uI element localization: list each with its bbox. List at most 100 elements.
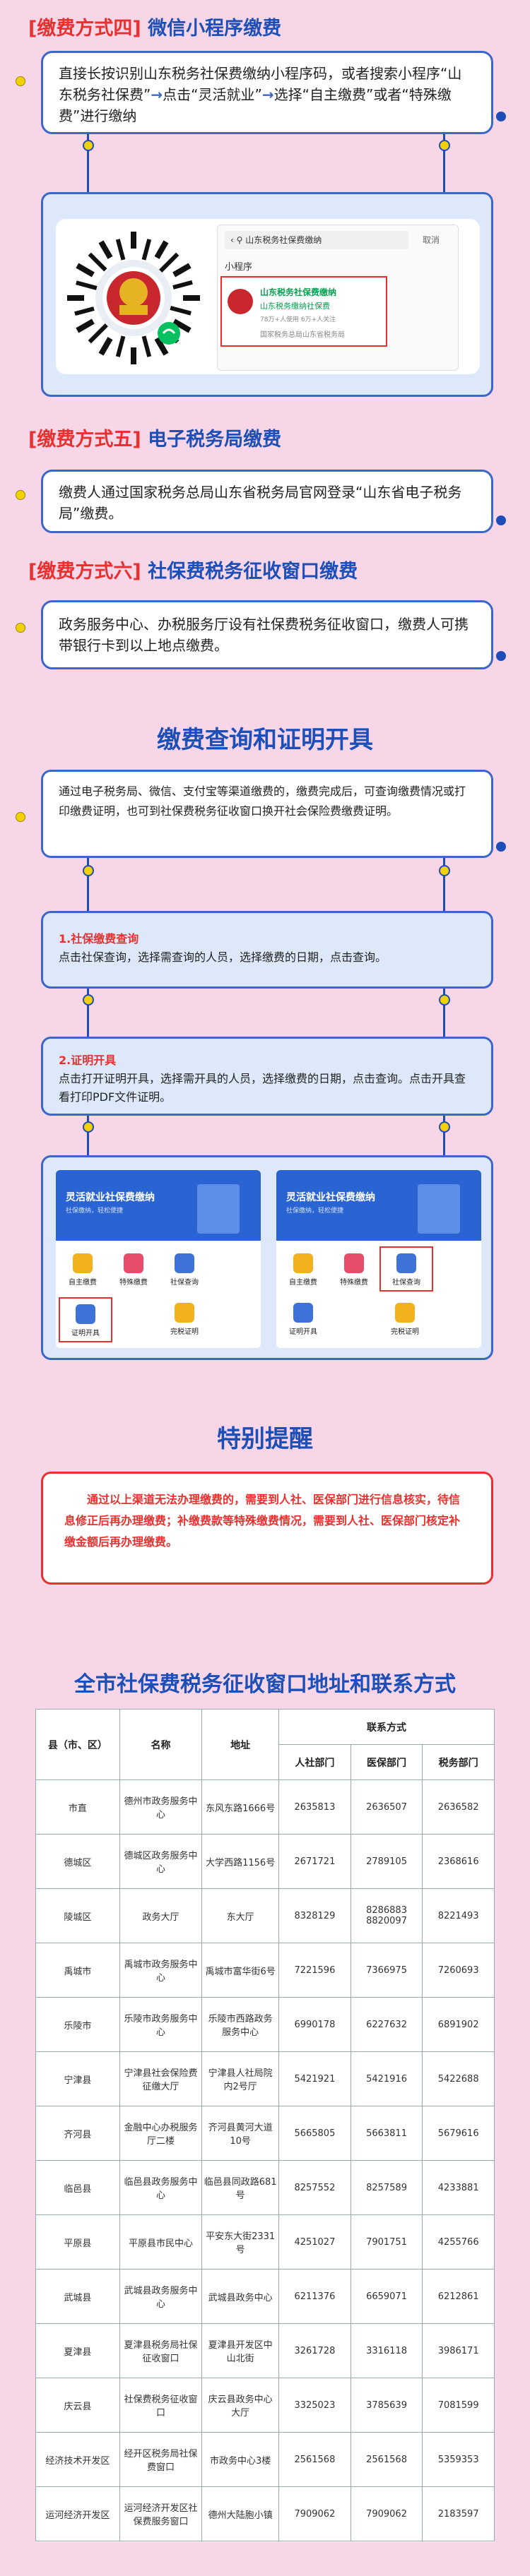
table-cell-yb[interactable]: 6227632 <box>350 1997 423 2052</box>
menu-self-pay[interactable]: 自主缴费 <box>61 1253 104 1287</box>
address-table-title: 全市社保费税务征收窗口地址和联系方式 <box>74 1672 456 1697</box>
document-icon <box>293 1303 313 1323</box>
connector-pin <box>439 994 450 1006</box>
menu-social-query[interactable]: 社保查询 <box>379 1246 433 1292</box>
method6-title: [缴费方式六] 社保费税务征收窗口缴费 <box>28 561 358 583</box>
cancel-button[interactable]: 取消 <box>423 235 440 245</box>
table-cell-rs[interactable]: 6211376 <box>278 2269 351 2324</box>
query-intro-text: 通过电子税务局、微信、支付宝等渠道缴费的，缴费完成后，可查询缴费情况或打印缴费证… <box>59 785 466 818</box>
table-cell-addr: 禹城市富华街6号 <box>201 1943 280 1998</box>
card-icon <box>175 1253 194 1273</box>
connector <box>87 989 89 1045</box>
method6-text: 政务服务中心、办税服务厅设有社保费税务征收窗口，缴费人可携带银行卡到以上地点缴费… <box>59 616 469 654</box>
table-cell-county: 运河经济开发区 <box>35 2486 120 2541</box>
table-cell-sw[interactable]: 5679616 <box>422 2106 495 2161</box>
back-arrow-icon[interactable]: ‹ <box>230 235 234 245</box>
table-cell-yb[interactable]: 3316118 <box>350 2323 423 2378</box>
table-cell-rs[interactable]: 6990178 <box>278 1997 351 2052</box>
table-cell-rs[interactable]: 8257552 <box>278 2160 351 2215</box>
table-cell-name: 平原县市民中心 <box>119 2214 203 2270</box>
table-cell-sw[interactable]: 5422688 <box>422 2051 495 2106</box>
table-cell-yb[interactable]: 2789105 <box>350 1834 423 1889</box>
menu-certificate[interactable]: 证明开具 <box>282 1303 324 1336</box>
table-cell-sw[interactable]: 7260693 <box>422 1943 495 1998</box>
table-cell-sw[interactable]: 2368616 <box>422 1834 495 1889</box>
header-hr-dept: 人社部门 <box>278 1744 351 1780</box>
table-cell-yb[interactable]: 7901751 <box>350 2214 423 2270</box>
table-cell-name: 德州市政务服务中心 <box>119 1779 203 1835</box>
miniprogram-panel: ‹ ⚲ 山东税务社保费缴纳 取消 小程序 山东税务社保费缴纳 山东税务缴纳社保费… <box>41 192 493 397</box>
table-cell-rs[interactable]: 7221596 <box>278 1943 351 1998</box>
table-cell-rs[interactable]: 5665805 <box>278 2106 351 2161</box>
query-step1-card: 1.社保缴费查询 点击社保查询，选择需查询的人员，选择缴费的日期，点击查询。 <box>41 911 493 989</box>
miniprogram-search-bar[interactable]: ‹ ⚲ 山东税务社保费缴纳 <box>225 231 408 249</box>
table-cell-county: 市直 <box>35 1779 120 1835</box>
method4-tag: [缴费方式四] <box>28 18 141 40</box>
table-cell-sw[interactable]: 2183597 <box>422 2486 495 2541</box>
bullet-dot <box>16 623 25 633</box>
table-cell-rs[interactable]: 2635813 <box>278 1779 351 1835</box>
table-cell-sw[interactable]: 8221493 <box>422 1888 495 1943</box>
table-cell-addr: 乐陵市西路政务服务中心 <box>201 1997 280 2052</box>
table-cell-addr: 东大厅 <box>201 1888 280 1943</box>
receipt-icon <box>175 1303 194 1323</box>
user-icon <box>73 1253 93 1273</box>
connector <box>443 1116 445 1172</box>
table-cell-rs[interactable]: 3261728 <box>278 2323 351 2378</box>
table-cell-rs[interactable]: 7909062 <box>278 2486 351 2541</box>
search-result-item[interactable]: 山东税务社保费缴纳 山东税务缴纳社保费 78万+人使用 6万+人关注 国家税务总… <box>220 276 387 347</box>
table-cell-rs[interactable]: 2671721 <box>278 1834 351 1889</box>
table-cell-rs[interactable]: 5421921 <box>278 2051 351 2106</box>
bullet-dot <box>496 842 506 852</box>
menu-self-pay[interactable]: 自主缴费 <box>282 1253 324 1287</box>
table-cell-sw[interactable]: 3986171 <box>422 2323 495 2378</box>
method4-card: 直接长按识别山东税务社保费缴纳小程序码，或者搜索小程序“山东税务社保费”→点击“… <box>41 51 493 134</box>
bullet-dot <box>496 651 506 661</box>
menu-certificate[interactable]: 证明开具 <box>59 1297 112 1342</box>
menu-special-pay[interactable]: 特殊缴费 <box>112 1253 155 1287</box>
table-cell-addr: 东风东路1666号 <box>201 1779 280 1835</box>
table-cell-addr: 大学西路1156号 <box>201 1834 280 1889</box>
table-cell-yb[interactable]: 8257589 <box>350 2160 423 2215</box>
table-cell-county: 宁津县 <box>35 2051 120 2106</box>
table-cell-sw[interactable]: 7081599 <box>422 2378 495 2433</box>
bullet-dot <box>16 490 25 500</box>
table-cell-name: 宁津县社会保险费征缴大厅 <box>119 2051 203 2106</box>
table-cell-name: 政务大厅 <box>119 1888 203 1943</box>
table-cell-yb[interactable]: 5663811 <box>350 2106 423 2161</box>
user-star-icon <box>124 1253 143 1273</box>
menu-tax-proof[interactable]: 完税证明 <box>384 1303 426 1336</box>
table-cell-yb[interactable]: 2636507 <box>350 1779 423 1835</box>
menu-tax-proof[interactable]: 完税证明 <box>163 1303 206 1336</box>
method5-text: 缴费人通过国家税务总局山东省税务局官网登录“山东省电子税务局”缴费。 <box>59 484 462 522</box>
table-cell-rs[interactable]: 4251027 <box>278 2214 351 2270</box>
table-cell-sw[interactable]: 6212861 <box>422 2269 495 2324</box>
table-cell-sw[interactable]: 6891902 <box>422 1997 495 2052</box>
table-cell-sw[interactable]: 5359353 <box>422 2432 495 2487</box>
table-cell-rs[interactable]: 2561568 <box>278 2432 351 2487</box>
table-cell-name: 夏津县税务局社保征收窗口 <box>119 2323 203 2378</box>
table-cell-county: 禹城市 <box>35 1943 120 1998</box>
table-cell-sw[interactable]: 4255766 <box>422 2214 495 2270</box>
table-cell-yb[interactable]: 7366975 <box>350 1943 423 1998</box>
menu-special-pay[interactable]: 特殊缴费 <box>333 1253 375 1287</box>
table-cell-sw[interactable]: 4233881 <box>422 2160 495 2215</box>
table-cell-name: 金融中心办税服务厅二楼 <box>119 2106 203 2161</box>
table-cell-yb[interactable]: 7909062 <box>350 2486 423 2541</box>
miniprogram-qr-code[interactable] <box>63 227 204 369</box>
table-cell-sw[interactable]: 2636582 <box>422 1779 495 1835</box>
card-icon <box>396 1253 416 1273</box>
menu-social-query[interactable]: 社保查询 <box>163 1253 206 1287</box>
table-cell-rs[interactable]: 3325023 <box>278 2378 351 2433</box>
table-cell-yb[interactable]: 5421916 <box>350 2051 423 2106</box>
table-cell-yb[interactable]: 2561568 <box>350 2432 423 2487</box>
table-cell-yb[interactable]: 6659071 <box>350 2269 423 2324</box>
search-query-text: 山东税务社保费缴纳 <box>245 235 322 245</box>
table-cell-yb[interactable]: 3785639 <box>350 2378 423 2433</box>
table-cell-rs[interactable]: 8328129 <box>278 1888 351 1943</box>
table-cell-yb[interactable]: 8286883 8820097 <box>350 1888 423 1943</box>
header-name: 名称 <box>119 1709 203 1780</box>
